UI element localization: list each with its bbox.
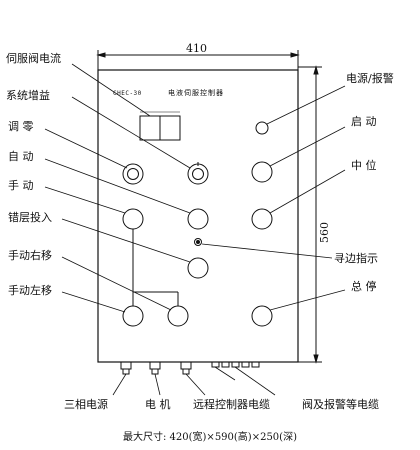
leader-start <box>269 126 346 167</box>
edge-indicator-dot <box>196 240 200 244</box>
panel-model: CHEC-30 <box>113 90 142 97</box>
connector-valve-5 <box>251 361 260 368</box>
label-start: 启 动 <box>351 115 377 128</box>
label-motor: 电 机 <box>145 398 171 411</box>
leader-auto <box>44 158 191 214</box>
label-manual: 手 动 <box>8 179 34 192</box>
height-dimension: 560 <box>318 222 331 243</box>
connector-valve-3 <box>231 361 240 368</box>
leader-remote <box>185 373 206 396</box>
connector-valve-1 <box>211 361 220 368</box>
leader-center <box>269 169 346 214</box>
stop-button[interactable] <box>251 305 273 327</box>
label-system-gain: 系统增益 <box>6 89 50 102</box>
edge-indicator-lamp <box>194 238 202 246</box>
dim-arrow-left <box>96 52 106 58</box>
label-three-phase: 三相电源 <box>64 398 108 411</box>
leader-power-alarm <box>266 85 346 125</box>
leader-manual <box>44 186 126 214</box>
connector-motor-tip <box>151 368 159 375</box>
power-alarm-lamp <box>255 121 269 135</box>
connector-remote-tip <box>182 368 190 375</box>
dim-arrow-bottom <box>313 354 319 364</box>
label-offset-in: 错层投入 <box>8 211 52 224</box>
dim-arrow-right <box>290 52 300 58</box>
connector-valve-2 <box>221 361 230 368</box>
leader-three-phase <box>112 373 127 396</box>
leader-servo-current <box>71 63 151 117</box>
label-remote-cable: 远程控制器电缆 <box>193 398 270 411</box>
leader-valve-b <box>214 366 236 381</box>
label-servo-current: 伺服阀电流 <box>6 52 61 65</box>
connector-valve-4 <box>241 361 250 368</box>
label-manual-left: 手动左移 <box>8 284 52 297</box>
manual-button[interactable] <box>122 208 144 230</box>
width-dimension: 410 <box>186 42 207 55</box>
leader-edge-indicator <box>201 243 333 259</box>
label-stop: 总 停 <box>351 280 377 293</box>
connector-power-base <box>120 361 132 370</box>
manual-left-button[interactable] <box>122 305 144 327</box>
control-panel <box>97 69 299 363</box>
zero-adjust-knob-inner[interactable] <box>127 168 139 180</box>
panel-title: 电液伺服控制器 <box>168 89 224 97</box>
gain-knob-inner[interactable] <box>192 168 204 180</box>
label-manual-right: 手动右移 <box>8 249 52 262</box>
leader-manual-right <box>61 256 172 311</box>
label-auto: 自 动 <box>8 150 34 163</box>
zero-adjust-knob-outer[interactable] <box>122 163 144 185</box>
label-edge-indicator: 寻边指示 <box>334 252 378 265</box>
leader-manual-left <box>61 291 126 313</box>
leader-motor <box>154 373 161 396</box>
leader-stop <box>269 289 346 311</box>
label-center: 中 位 <box>351 159 377 172</box>
label-valve-cable: 阀及报警等电缆 <box>302 398 379 411</box>
dim-arrow-top <box>313 65 319 75</box>
center-button[interactable] <box>251 208 273 230</box>
manual-right-button[interactable] <box>167 305 189 327</box>
auto-button[interactable] <box>187 208 209 230</box>
label-power-alarm: 电源/报警 <box>346 72 394 85</box>
size-caption: 最大尺寸: 420(宽)×590(高)×250(深) <box>123 432 297 443</box>
gain-knob-outer[interactable] <box>187 163 209 185</box>
connector-remote-base <box>180 361 192 370</box>
connector-power-tip <box>122 368 130 375</box>
leader-zero-adjust <box>44 128 128 169</box>
leader-system-gain <box>71 96 191 169</box>
offset-in-button[interactable] <box>187 257 209 279</box>
leader-valve <box>234 366 276 396</box>
start-button[interactable] <box>251 161 273 183</box>
label-zero-adjust: 调 零 <box>8 120 34 133</box>
connector-motor-base <box>149 361 161 370</box>
leader-offset-in <box>61 218 191 263</box>
